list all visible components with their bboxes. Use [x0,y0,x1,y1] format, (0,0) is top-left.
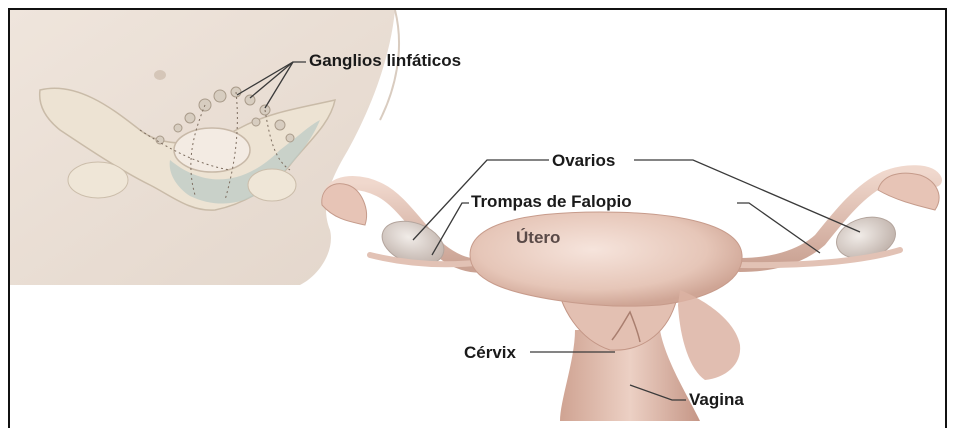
label-vagina: Vagina [689,390,744,410]
label-utero: Útero [516,228,560,248]
label-trompas-de-falopio: Trompas de Falopio [471,192,632,212]
label-cervix: Cérvix [464,343,516,363]
frame-border [8,8,947,428]
label-ovarios: Ovarios [552,151,615,171]
label-ganglios-linfaticos: Ganglios linfáticos [309,51,461,71]
